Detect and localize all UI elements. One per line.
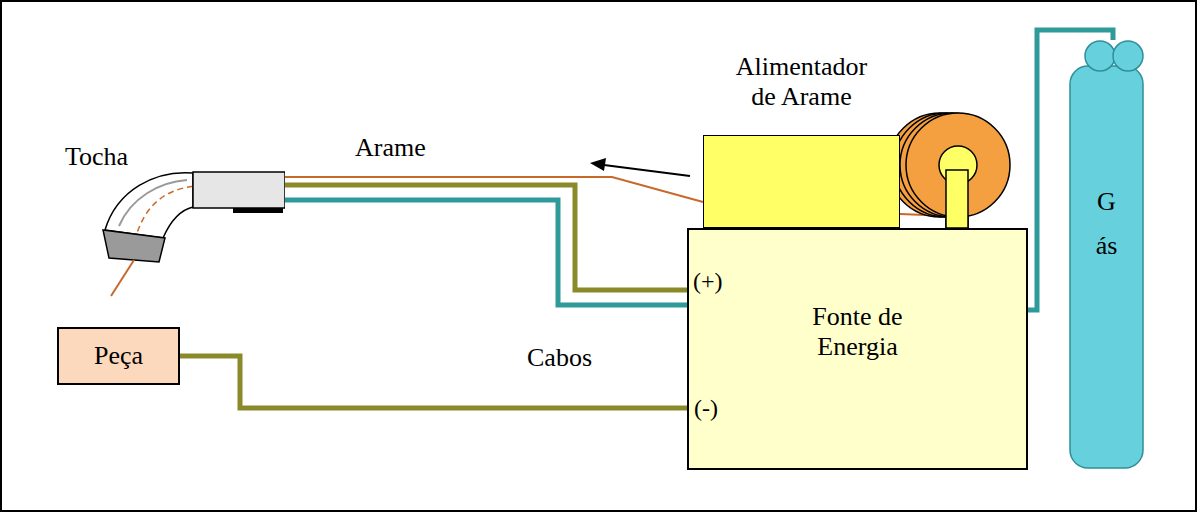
node-text: Tocha	[65, 142, 128, 172]
node-text: Peça	[94, 341, 143, 371]
feeder-housing	[703, 135, 900, 228]
node-text: (+)	[693, 268, 723, 296]
ground-cable	[180, 356, 687, 408]
node-text: (-)	[694, 395, 718, 423]
spool-stand	[946, 165, 968, 229]
connector-path	[180, 356, 687, 408]
wire-feeder: Alimentador de Arame	[703, 50, 900, 228]
node-text: Alimentador de Arame	[727, 52, 877, 112]
torch: Tocha	[55, 140, 285, 300]
feed-direction-arrow	[590, 158, 690, 176]
gas-cylinder: Gás	[1068, 40, 1145, 470]
wire-label: Arame	[355, 133, 426, 163]
node-text: Fonte de Energia	[773, 302, 943, 362]
node-text: Gás	[1094, 180, 1120, 268]
connector-path	[285, 200, 687, 305]
gas-hose	[285, 200, 687, 305]
connector-path	[285, 177, 703, 202]
workpiece: Peça	[57, 327, 180, 385]
power-source: (+) Fonte de Energia (-)	[687, 228, 1028, 470]
filler-wire	[285, 177, 703, 202]
cables-label: Cabos	[527, 343, 592, 373]
spool-stand-front	[946, 170, 968, 228]
